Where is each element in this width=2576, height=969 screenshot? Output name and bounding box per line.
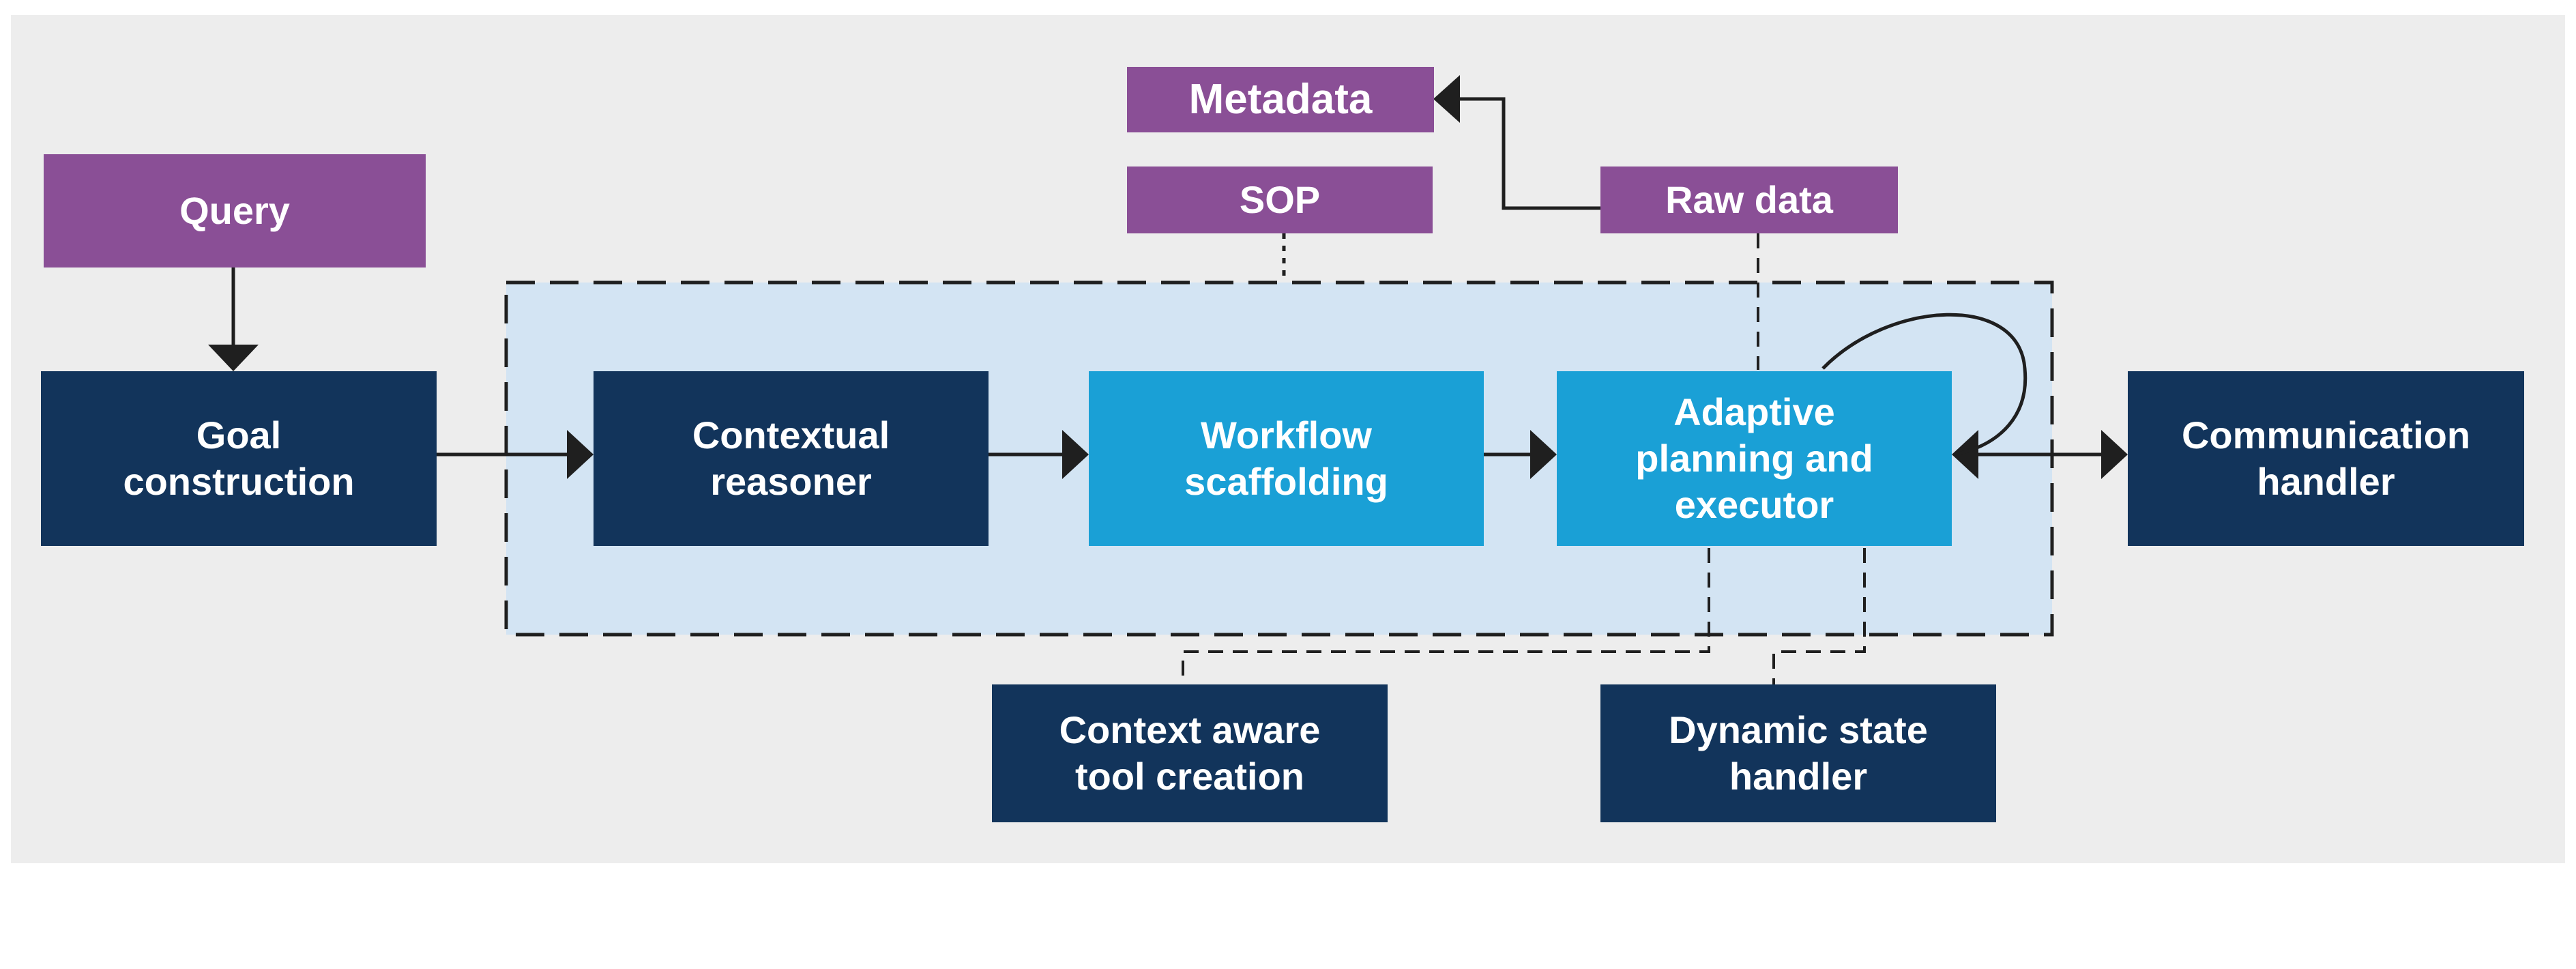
arrowhead-contextual-to-workflow <box>1062 430 1089 479</box>
arrow-rawdata-to-metadata <box>1460 97 1600 210</box>
arrowhead-to-communication <box>2101 430 2128 479</box>
adaptive-planning-executor-box: Adaptive planning and executor <box>1557 371 1952 546</box>
dynamic-state-handler-box: Dynamic state handler <box>1600 684 1996 822</box>
raw-data-box: Raw data <box>1600 167 1898 233</box>
workflow-scaffolding-box: Workflow scaffolding <box>1089 371 1484 546</box>
link-adaptive-to-tool-creation <box>1182 548 1710 684</box>
self-loop-adaptive <box>1821 313 2028 455</box>
sop-box: SOP <box>1127 167 1433 233</box>
query-box: Query <box>44 154 426 267</box>
communication-handler-box: Communication handler <box>2128 371 2524 546</box>
arrowhead-goal-to-contextual <box>567 430 594 479</box>
metadata-box: Metadata <box>1127 67 1434 132</box>
arrowhead-to-adaptive <box>1952 430 1978 479</box>
context-aware-tool-creation-box: Context aware tool creation <box>992 684 1388 822</box>
arrowhead-to-metadata <box>1433 75 1460 123</box>
contextual-reasoner-box: Contextual reasoner <box>594 371 989 546</box>
arrowhead-workflow-to-adaptive <box>1530 430 1557 479</box>
arrowhead-query-to-goal <box>208 345 259 371</box>
goal-construction-box: Goal construction <box>41 371 437 546</box>
link-adaptive-to-state-handler <box>1772 548 1866 684</box>
